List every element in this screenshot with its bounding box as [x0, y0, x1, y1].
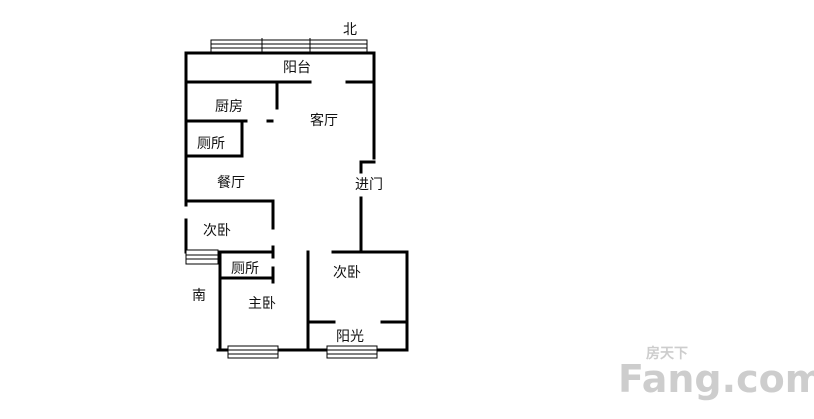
room-label-toilet-lower: 厕所 [231, 261, 259, 277]
room-label-living-room: 客厅 [310, 112, 338, 129]
room-label-toilet-upper: 厕所 [197, 136, 225, 152]
walls [184, 51, 409, 352]
watermark-slogan: 房天下 [646, 345, 688, 362]
room-label-second-bedroom-left: 次卧 [203, 223, 231, 239]
window-south-sunroom [326, 345, 378, 359]
room-label-entrance: 进门 [355, 177, 383, 193]
window-south-master [227, 345, 279, 359]
fang-logo-watermark: 房天下 Fang.com [618, 345, 814, 401]
watermark-brand: Fang.com [618, 357, 814, 401]
compass-south-label: 南 [192, 288, 206, 304]
room-label-balcony: 阳台 [283, 60, 311, 76]
room-label-second-bedroom-right: 次卧 [333, 265, 361, 281]
windows [185, 38, 378, 359]
room-label-dining-room: 餐厅 [217, 175, 245, 191]
window-north [210, 38, 368, 54]
room-label-sun-room: 阳光 [336, 329, 364, 345]
window-west [185, 249, 219, 265]
room-label-kitchen: 厨房 [215, 99, 243, 115]
room-label-master-bedroom: 主卧 [248, 296, 276, 312]
compass-north-label: 北 [343, 22, 357, 38]
